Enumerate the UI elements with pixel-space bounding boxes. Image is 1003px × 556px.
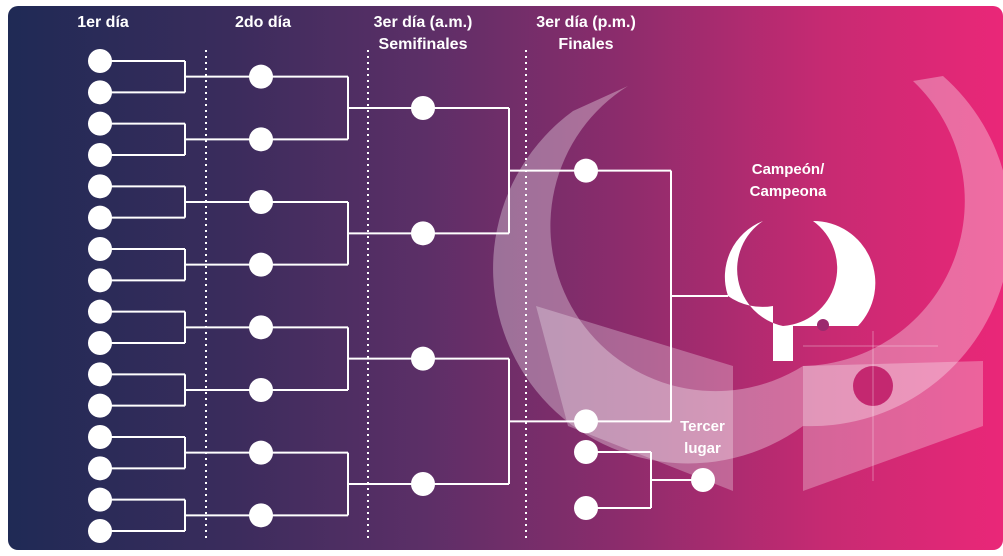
round1-slot-10	[88, 331, 112, 355]
final-slot-2	[574, 409, 598, 434]
bracket-lines	[100, 60, 728, 532]
bracket-nodes	[88, 49, 715, 543]
third-place-label-line1: Tercer	[680, 418, 725, 435]
round1-slot-4	[88, 143, 112, 167]
final-slot-1	[574, 158, 598, 183]
round1-slot-7	[88, 237, 112, 261]
header-finals-text: Finales	[558, 36, 614, 53]
header-day2-text: 2do día	[234, 14, 291, 31]
logo-right-band	[803, 361, 983, 491]
round2-slot-6	[249, 378, 273, 402]
header-day3pm-text: 3er día (p.m.)	[536, 14, 636, 31]
third-place-label-line2: lugar	[684, 440, 721, 457]
round1-slot-14	[88, 456, 112, 481]
logo-small-dot	[817, 319, 829, 331]
bracket-panel: 1er día 2do día 3er día (a.m.) Semifinal…	[8, 6, 1003, 550]
round1-slot-6	[88, 205, 112, 230]
round1-slot-8	[88, 268, 112, 293]
logo-right-dot	[853, 366, 893, 406]
round1-slot-15	[88, 487, 112, 512]
logo-crescent	[493, 86, 803, 464]
champion-label-line2: Campeona	[749, 183, 827, 200]
round2-slot-2	[249, 127, 273, 152]
round1-slot-5	[88, 174, 112, 199]
header-day3am-text: 3er día (a.m.)	[373, 14, 473, 31]
round1-slot-1	[88, 49, 112, 73]
round2-slot-4	[249, 252, 273, 277]
round1-slot-16	[88, 519, 112, 543]
round1-slot-9	[88, 299, 112, 324]
semifinal-slot-4	[411, 472, 435, 496]
round1-slot-2	[88, 80, 112, 105]
header-semifinals: 3er día (a.m.) Semifinales	[348, 12, 498, 56]
header-day2: 2do día	[208, 12, 318, 34]
logo-lower-band	[536, 306, 733, 491]
round1-slot-3	[88, 111, 112, 136]
round2-slot-1	[249, 64, 273, 89]
round2-slot-7	[249, 440, 273, 465]
round1-slot-12	[88, 393, 112, 418]
round2-slot-5	[249, 315, 273, 340]
third-place-winner	[691, 468, 715, 492]
header-day1-text: 1er día	[77, 14, 129, 31]
third-place-slot-1	[574, 440, 598, 464]
round2-slot-3	[249, 190, 273, 214]
round1-slot-13	[88, 425, 112, 449]
third-place-label: Tercer lugar	[665, 416, 740, 460]
header-day1: 1er día	[48, 12, 158, 34]
header-semifinals-text: Semifinales	[378, 36, 468, 53]
champion-label-line1: Campeón/	[751, 161, 825, 178]
logo-inner-ring	[724, 220, 876, 361]
semifinal-slot-2	[411, 221, 435, 246]
round2-slot-8	[249, 503, 273, 528]
champion-label: Campeón/ Campeona	[728, 159, 848, 203]
third-place-slot-2	[574, 496, 598, 520]
semifinal-slot-1	[411, 96, 435, 120]
round-separators	[205, 50, 527, 542]
tournament-bracket	[88, 49, 1003, 543]
logo-crescent-right	[803, 76, 1003, 427]
logo-watermark	[493, 76, 1003, 491]
semifinal-slot-3	[411, 346, 435, 371]
round1-slot-11	[88, 362, 112, 387]
header-finals: 3er día (p.m.) Finales	[511, 12, 661, 56]
